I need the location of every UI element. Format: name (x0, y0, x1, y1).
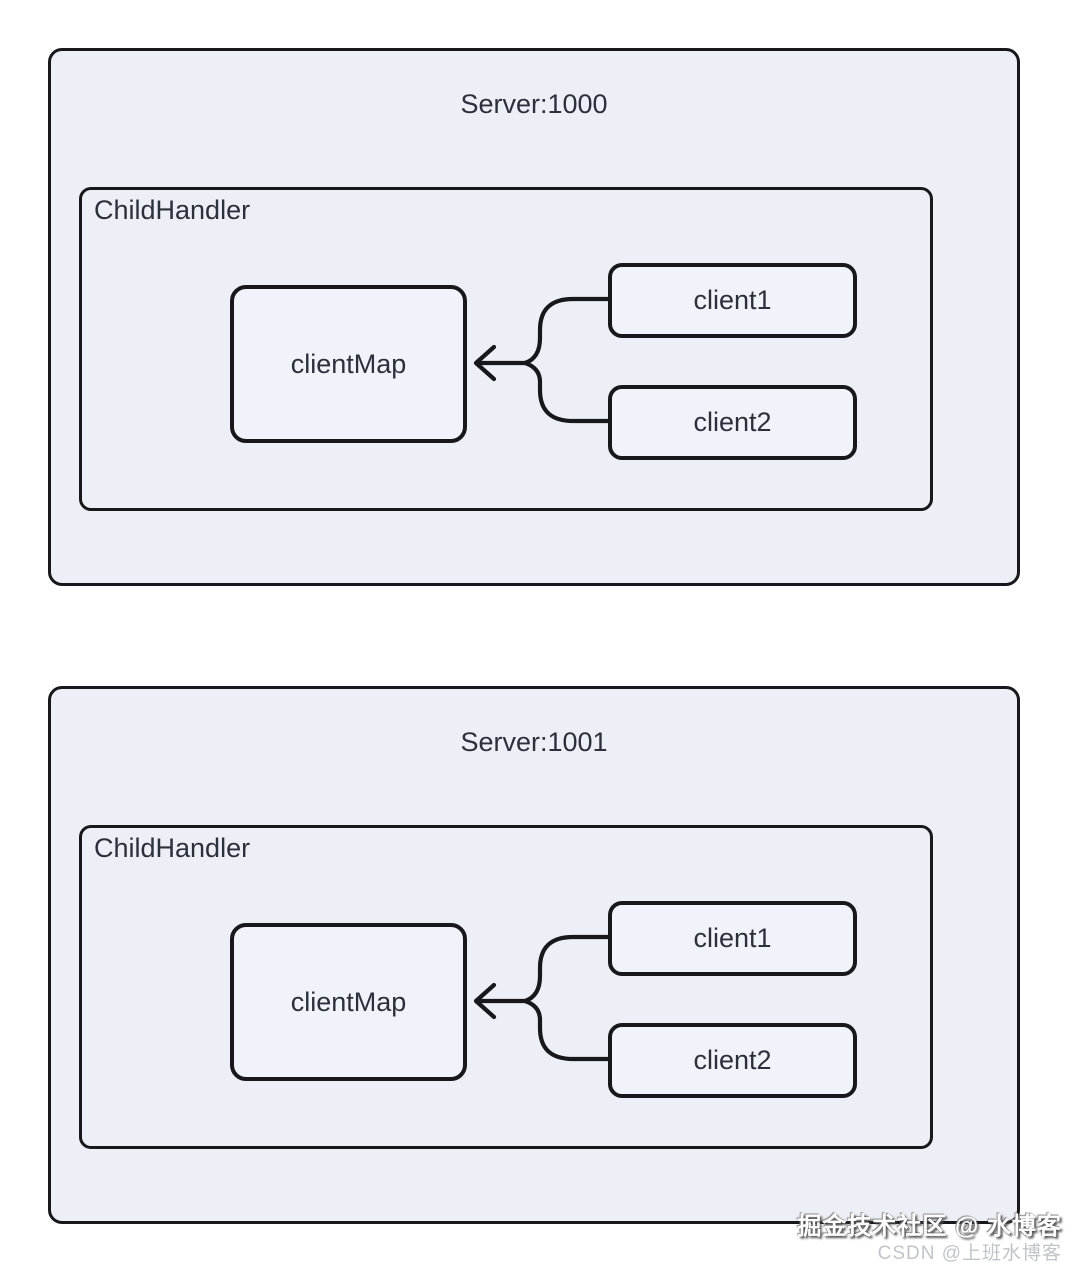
clientmap-node: clientMap (230, 285, 467, 443)
client2-node: client2 (608, 1023, 857, 1098)
watermark-juejin-text: 掘金技术社区 @ 水博客 (797, 1213, 1062, 1240)
childhandler-label: ChildHandler (94, 833, 251, 863)
server-title: Server:1001 (460, 727, 608, 757)
childhandler-box: ChildHandler clientMap client1 client2 (79, 187, 933, 511)
server-1000-box: Server:1000 ChildHandler clientMap clien… (48, 48, 1020, 586)
watermark-csdn-text: CSDN @上班水博客 (877, 1242, 1062, 1264)
watermark: 掘金技术社区 @ 水博客 CSDN @上班水博客 (797, 1213, 1062, 1264)
clientmap-node: clientMap (230, 923, 467, 1081)
server-title: Server:1000 (460, 89, 608, 119)
client1-node: client1 (608, 901, 857, 976)
childhandler-box: ChildHandler clientMap client1 client2 (79, 825, 933, 1149)
merge-arrow (473, 296, 611, 424)
arrowhead-icon (473, 982, 497, 1020)
merge-arrow (473, 934, 611, 1062)
client1-node: client1 (608, 263, 857, 338)
arrowhead-icon (473, 344, 497, 382)
childhandler-label: ChildHandler (94, 195, 251, 225)
client2-node: client2 (608, 385, 857, 460)
server-1001-box: Server:1001 ChildHandler clientMap clien… (48, 686, 1020, 1224)
